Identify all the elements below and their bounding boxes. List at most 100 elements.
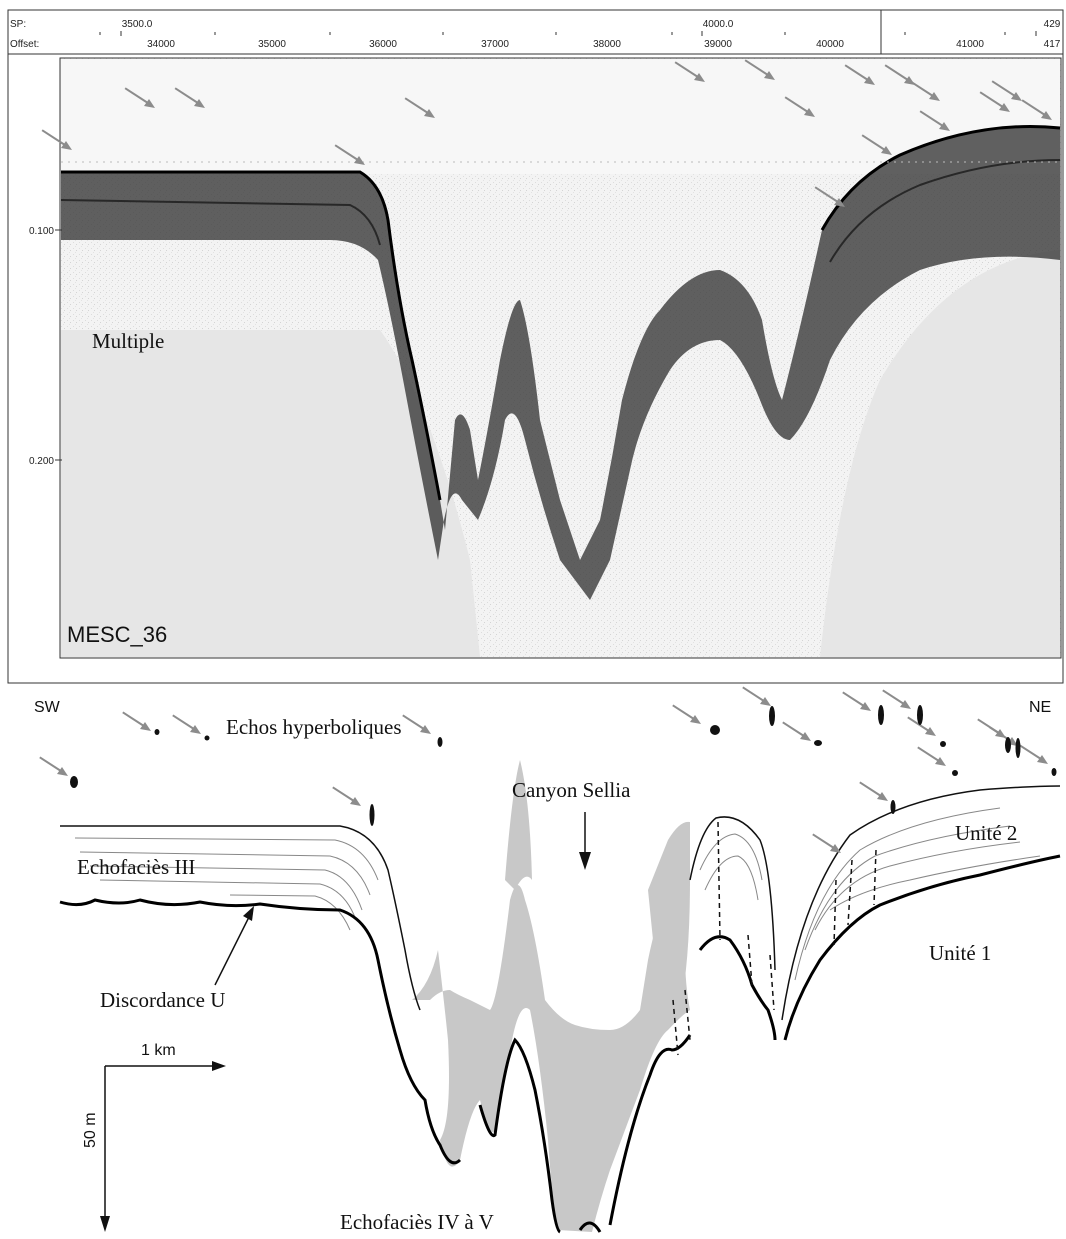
profile-echo-arrow-head [999, 103, 1010, 112]
profile-echo-arrow-head [864, 76, 875, 85]
profile-echo-arrow-head [881, 146, 892, 155]
right-layer-4 [829, 855, 1041, 911]
offset-tick-label: 38000 [593, 39, 621, 50]
multiple-reflection-right [820, 250, 1060, 657]
layer-2 [79, 851, 371, 896]
unite-2-label: Unité 2 [955, 821, 1017, 845]
right-layer-1 [794, 807, 1001, 981]
ridge-layer-1 [699, 833, 763, 881]
profile-echo-arrow [814, 186, 842, 205]
profile-echo-arrow-head [804, 108, 815, 117]
subbottom-reflector-band [60, 199, 381, 246]
profile-echo-arrow [861, 134, 889, 153]
scale-horizontal-label: 1 km [141, 1042, 176, 1059]
fault-8 [873, 849, 877, 906]
offset-tick-label: 36000 [369, 39, 397, 50]
hyperbolic-echo-mark [952, 770, 958, 776]
echo-arrow-head [190, 725, 201, 734]
echofacies-iv-v-label: Echofaciès IV à V [340, 1210, 494, 1234]
echo-arrow-head [860, 702, 871, 711]
sp-tick-label: 3500.0 [122, 19, 153, 30]
offset-tick-label: 37000 [481, 39, 509, 50]
hyperbolic-echo-mark [917, 705, 923, 725]
hyperbolic-echo-mark [710, 725, 720, 735]
multiple-reflection-left [61, 330, 480, 657]
fault-7 [847, 859, 853, 926]
discordance-arrow-head [243, 906, 254, 921]
hyperbolic-echo-mark [890, 800, 896, 814]
subbottom-reflector-band-right [829, 159, 1061, 263]
orientation-sw: SW [34, 699, 61, 716]
fault-1 [672, 999, 679, 1056]
profile-echo-arrow [124, 87, 152, 106]
sediment-layers [60, 785, 1061, 1021]
offset-tick-label: 35000 [258, 39, 286, 50]
echo-arrow-head [830, 844, 841, 853]
profile-echo-arrow [909, 80, 937, 99]
hyperbolic-echo-mark [154, 729, 160, 735]
echo-arrow-head [57, 767, 68, 776]
sp-axis-label: SP: [10, 19, 26, 30]
sp-tick-label: 4000.0 [703, 19, 734, 30]
seafloor-reflector-fill [61, 126, 1060, 600]
echo-arrow-head [935, 757, 946, 766]
water-column [61, 59, 1060, 174]
ridge-outline [689, 816, 776, 971]
profile-echo-arrow-head [144, 99, 155, 108]
interpretation-panel: SW NE [34, 686, 1061, 1234]
profile-echo-arrow [674, 61, 702, 80]
discordance-u-right [698, 854, 1061, 1041]
seismic-image-area: 0.100 0.200 Multiple MESC_36 [29, 57, 1062, 659]
fault-6 [833, 879, 837, 946]
hyperbolic-echo-mark [1051, 768, 1057, 776]
profile-echo-arrow-head [764, 71, 775, 80]
echo-arrow-head [800, 732, 811, 741]
hyperbolic-echo-mark [1015, 738, 1021, 758]
echofacies-iv-v-fill [412, 857, 690, 1232]
right-layer-2 [804, 825, 1011, 951]
seafloor-reflector-core [61, 125, 1061, 501]
interpretation-echo-arrows [39, 686, 1057, 853]
canyon-sellia-label: Canyon Sellia [512, 778, 631, 802]
offset-tick-label: 39000 [704, 39, 732, 50]
hyperbolic-echo-mark [878, 705, 884, 725]
profile-echo-arrow-head [424, 109, 435, 118]
profile-echo-arrow [404, 97, 432, 116]
faults [672, 821, 877, 1056]
echo-arrow-head [140, 722, 151, 731]
seafloor-line [60, 825, 421, 1011]
echo-arrow-head [900, 700, 911, 709]
offset-tick-label: 34000 [147, 39, 175, 50]
offset-tick-label: 417 [1044, 39, 1061, 50]
scale-bar: 1 km 50 m [82, 1042, 226, 1232]
discordance-u-label: Discordance U [100, 988, 225, 1012]
hyperbolic-echo-mark [204, 735, 210, 741]
profile-echo-arrow [884, 64, 912, 83]
echo-arrow-head [925, 727, 936, 736]
discordance-arrow-shaft [214, 914, 251, 986]
echos-hyperboliques-label: Echos hyperboliques [226, 715, 402, 739]
profile-echo-arrow [744, 59, 772, 78]
unite-1-label: Unité 1 [929, 941, 991, 965]
profile-echo-arrow [174, 87, 202, 106]
fault-3 [717, 821, 721, 941]
echo-arrow-head [350, 797, 361, 806]
profile-echo-arrow-head [354, 156, 365, 165]
profile-echo-arrow [919, 110, 947, 129]
canyon-arrow-head [579, 852, 591, 870]
profile-echo-arrow [979, 91, 1007, 110]
profile-echo-arrow [334, 144, 362, 163]
profile-echo-arrows [41, 59, 1052, 207]
profile-echo-arrow-head [929, 92, 940, 101]
hyperbolic-echo-mark [369, 804, 375, 826]
profile-echo-arrow-head [939, 122, 950, 131]
layer-1 [74, 837, 379, 881]
echo-arrow-head [1037, 755, 1048, 764]
scale-vertical-arrowhead [100, 1216, 110, 1232]
hyperbolic-echo-mark [940, 741, 946, 747]
profile-echo-arrow [784, 96, 812, 115]
scale-vertical-label: 50 m [82, 1112, 99, 1148]
hyperbolic-echo-mark [769, 706, 775, 726]
multiple-label: Multiple [92, 329, 164, 353]
